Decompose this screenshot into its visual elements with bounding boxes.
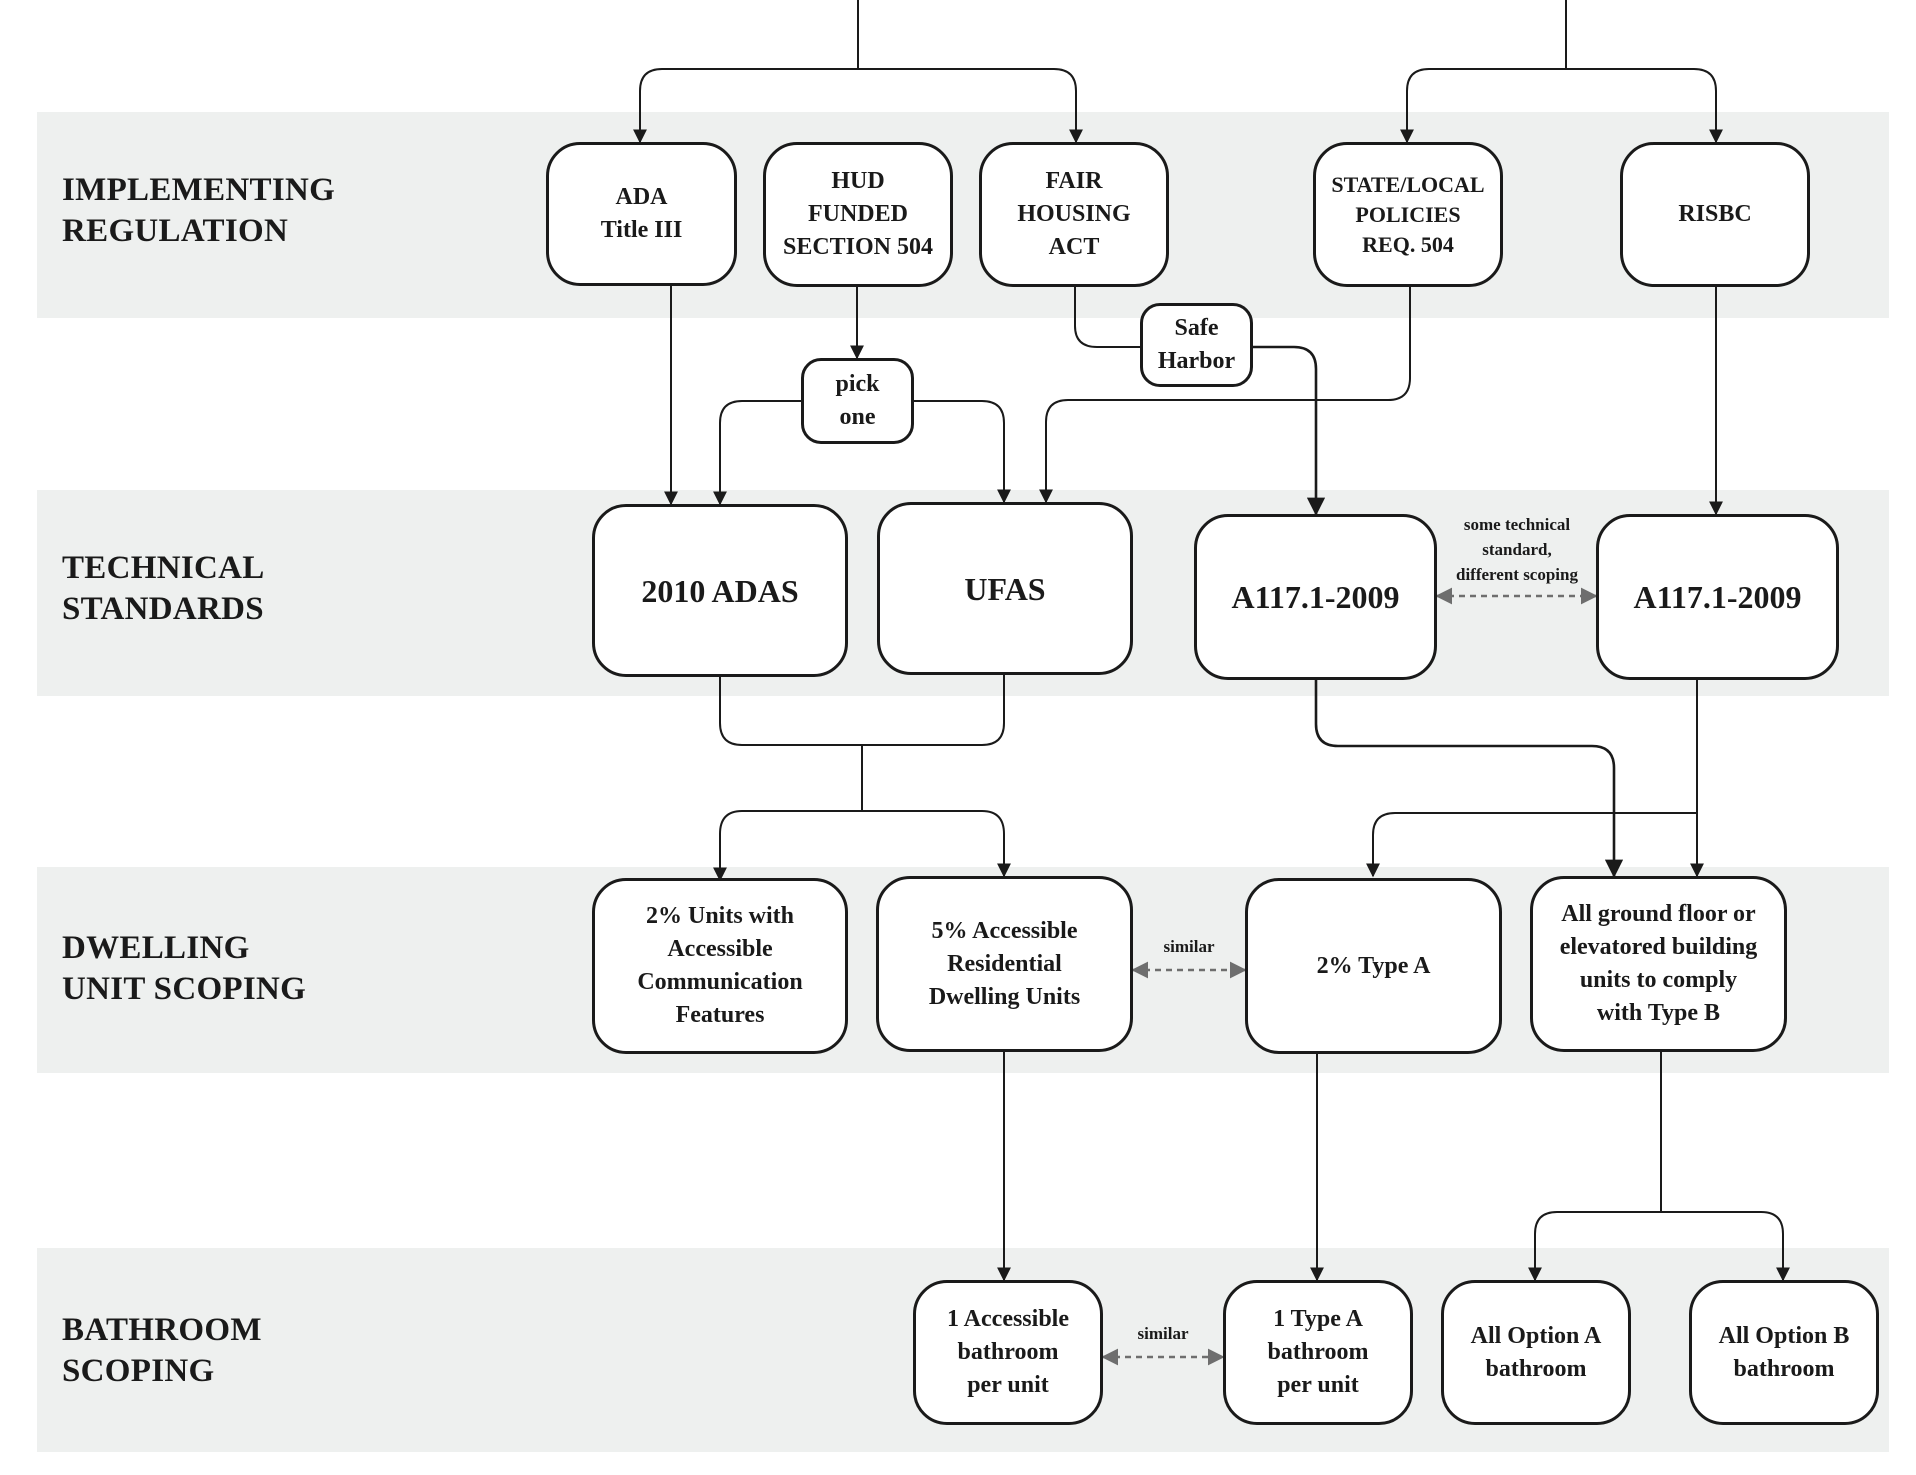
node-line: STATE/LOCAL [1331, 171, 1485, 197]
node-1-type-a-bathroom: 1 Type A bathroom per unit [1223, 1280, 1413, 1425]
node-ufas: UFAS [877, 502, 1133, 675]
node-line: ADA [615, 184, 668, 210]
node-safe-harbor: Safe Harbor [1140, 303, 1253, 387]
row-label-line: BATHROOM [62, 1312, 262, 1348]
note-line: similar [1137, 1324, 1189, 1343]
node-line: one [839, 404, 876, 430]
node-line: 5% Accessible [931, 917, 1078, 944]
node-state-local-policies: STATE/LOCAL POLICIES REQ. 504 [1313, 142, 1503, 287]
node-line: A117.1-2009 [1633, 579, 1802, 615]
row-label-line: DWELLING [62, 930, 250, 966]
note-some-technical-standard: some technical standard, different scopi… [1436, 512, 1598, 587]
node-2pct-communication-features: 2% Units with Accessible Communication F… [592, 878, 848, 1054]
band-implementing-regulation [37, 112, 1889, 318]
note-line: different scoping [1456, 565, 1578, 584]
node-all-option-a-bathroom: All Option A bathroom [1441, 1280, 1631, 1425]
row-label-line: SCOPING [62, 1353, 215, 1389]
node-line: Residential [947, 950, 1062, 977]
node-line: Features [675, 1002, 765, 1028]
node-line: 2% Type A [1316, 952, 1431, 979]
node-line: units to comply [1579, 967, 1738, 993]
node-line: bathroom [1267, 1339, 1369, 1365]
row-label-line: STANDARDS [62, 591, 264, 627]
node-hud-funded-section-504: HUD FUNDED SECTION 504 [763, 142, 953, 287]
note-line: standard, [1482, 540, 1552, 559]
node-a117-left: A117.1-2009 [1194, 514, 1437, 680]
node-ground-floor-type-b: All ground floor or elevatored building … [1530, 876, 1787, 1052]
node-line: UFAS [964, 570, 1046, 607]
node-line: ACT [1048, 234, 1100, 260]
node-line: A117.1-2009 [1231, 579, 1400, 615]
node-line: REQ. 504 [1362, 231, 1454, 257]
node-a117-right: A117.1-2009 [1596, 514, 1839, 680]
node-5pct-accessible-dwelling-units: 5% Accessible Residential Dwelling Units [876, 876, 1133, 1052]
node-line: pick [835, 371, 880, 397]
row-label-line: UNIT SCOPING [62, 971, 307, 1007]
node-line: All Option B [1718, 1322, 1850, 1349]
node-line: 2010 ADAS [641, 572, 799, 609]
row-label-implementing-regulation: IMPLEMENTING REGULATION [62, 170, 335, 252]
node-line: Safe [1174, 315, 1219, 341]
node-line: RISBC [1678, 201, 1752, 227]
node-line: All ground floor or [1561, 901, 1756, 927]
node-line: Title III [600, 217, 683, 243]
node-line: 1 Accessible [947, 1306, 1069, 1332]
node-ada-title-iii: ADA Title III [546, 142, 737, 286]
node-line: HOUSING [1017, 201, 1131, 227]
node-line: bathroom [1733, 1355, 1835, 1382]
note-line: some technical [1463, 515, 1571, 534]
note-similar-dwelling: similar [1148, 934, 1230, 959]
row-label-line: TECHNICAL [62, 550, 265, 586]
note-line: similar [1163, 937, 1215, 956]
node-line: per unit [1277, 1372, 1359, 1398]
node-line: Communication [637, 969, 803, 995]
node-all-option-b-bathroom: All Option B bathroom [1689, 1280, 1879, 1425]
node-line: POLICIES [1355, 201, 1461, 227]
node-line: Harbor [1157, 348, 1236, 374]
node-line: Accessible [667, 936, 773, 962]
row-label-bathroom-scoping: BATHROOM SCOPING [62, 1310, 262, 1392]
node-line: FUNDED [807, 201, 908, 227]
node-1-accessible-bathroom: 1 Accessible bathroom per unit [913, 1280, 1103, 1425]
node-fair-housing-act: FAIR HOUSING ACT [979, 142, 1169, 287]
node-2pct-type-a: 2% Type A [1245, 878, 1502, 1054]
node-line: per unit [967, 1372, 1049, 1398]
node-line: bathroom [957, 1339, 1059, 1365]
node-line: FAIR [1045, 168, 1103, 194]
node-line: Dwelling Units [928, 983, 1081, 1010]
node-risbc: RISBC [1620, 142, 1810, 287]
row-label-dwelling-unit-scoping: DWELLING UNIT SCOPING [62, 928, 306, 1010]
row-label-technical-standards: TECHNICAL STANDARDS [62, 548, 265, 630]
note-similar-bathroom: similar [1122, 1321, 1204, 1346]
node-line: SECTION 504 [782, 234, 934, 260]
node-line: 2% Units with [645, 903, 795, 929]
node-line: elevatored building [1559, 934, 1758, 960]
row-label-line: REGULATION [62, 213, 289, 249]
node-line: 1 Type A [1273, 1306, 1363, 1332]
node-line: bathroom [1485, 1355, 1587, 1382]
row-label-line: IMPLEMENTING [62, 172, 336, 208]
node-2010-adas: 2010 ADAS [592, 504, 848, 677]
node-line: All Option A [1470, 1322, 1602, 1349]
node-line: with Type B [1596, 1000, 1721, 1026]
node-line: HUD [831, 168, 885, 194]
node-pick-one: pick one [801, 358, 914, 444]
